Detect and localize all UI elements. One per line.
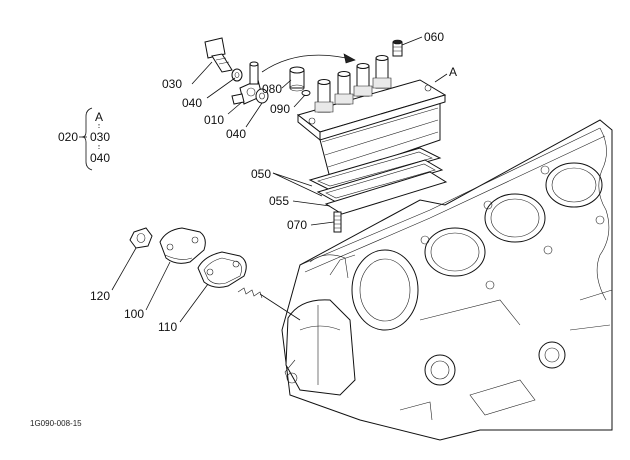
pump-gaskets <box>308 147 448 215</box>
callout-010: 010 <box>204 113 224 127</box>
fuel-fittings <box>204 37 356 105</box>
figure-code: 1G090-008-15 <box>30 419 82 428</box>
callout-080: 080 <box>262 82 282 96</box>
cover-plate-assembly <box>129 227 263 299</box>
legend-ref: A <box>95 110 103 124</box>
callout-A: A <box>449 65 457 79</box>
callout-120: 120 <box>90 289 110 303</box>
assembly-legend: 020 A 030 040 <box>58 107 110 171</box>
callout-040-lower: 040 <box>226 127 246 141</box>
leader-lines <box>111 36 448 323</box>
engine-block <box>281 119 613 441</box>
callout-030: 030 <box>162 77 182 91</box>
legend-group-number: 020 <box>58 130 78 144</box>
legend-item-040: 040 <box>90 151 110 165</box>
callout-090: 090 <box>270 102 290 116</box>
callout-100: 100 <box>124 307 144 321</box>
callout-040-upper: 040 <box>182 96 202 110</box>
callout-110: 110 <box>158 320 177 334</box>
callout-070: 070 <box>287 218 307 232</box>
callout-050: 050 <box>251 167 271 181</box>
callout-labels: 030 040 010 040 080 090 060 A 050 055 07… <box>90 30 457 334</box>
injection-pump <box>296 39 447 179</box>
legend-item-030: 030 <box>90 130 110 144</box>
callout-060: 060 <box>424 30 444 44</box>
stud-bolt <box>333 211 342 233</box>
callout-055: 055 <box>269 194 289 208</box>
